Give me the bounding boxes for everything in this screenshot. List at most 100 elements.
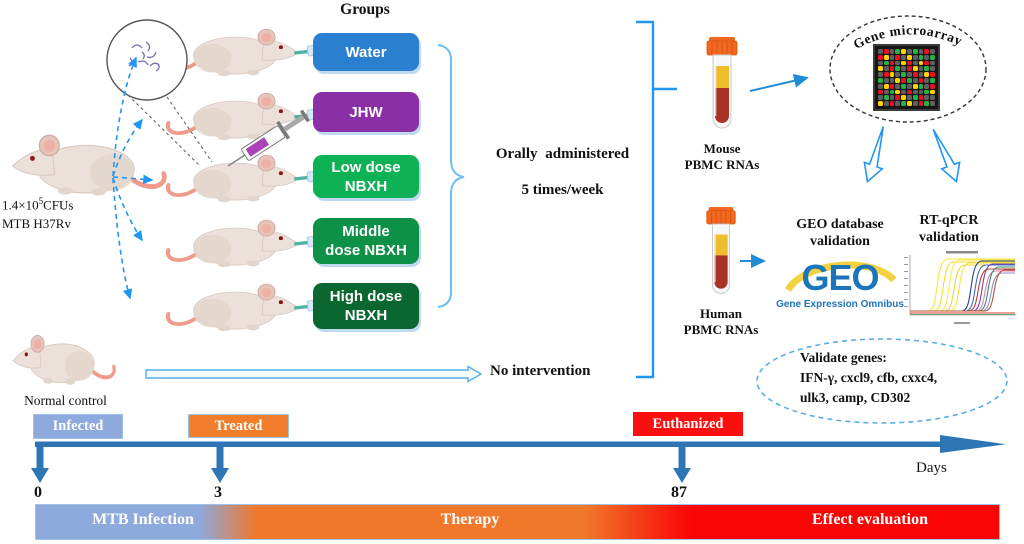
microarray-dot xyxy=(912,66,918,72)
days-axis-label: Days xyxy=(916,460,947,476)
day-0: 0 xyxy=(34,484,42,501)
human-pbmc-line2: PBMC RNAs xyxy=(683,321,759,337)
microarray-dot xyxy=(878,95,883,101)
microarray-dot xyxy=(924,60,930,66)
phase-mtb-infection: MTB Infection xyxy=(92,511,194,528)
microarray-dot xyxy=(889,54,895,60)
microarray-dot xyxy=(883,89,889,95)
event-label: Euthanized xyxy=(652,415,724,432)
microarray-dot xyxy=(907,78,912,83)
microarray-dot xyxy=(912,89,918,95)
microarray-dot xyxy=(907,83,912,89)
bacteria-magnifier xyxy=(106,19,213,167)
microarray-dot xyxy=(918,49,924,54)
group-label-line2: NBXH xyxy=(344,177,388,195)
event-label: Treated xyxy=(214,417,263,434)
microarray-dot xyxy=(878,72,883,77)
timeline-event-infected: Infected xyxy=(33,414,123,439)
geo-logo-text: GEO xyxy=(801,257,878,298)
microarray-dot xyxy=(883,49,889,54)
geo-logo-tagline: Gene Expression Omnibus xyxy=(776,299,904,310)
microarray-dot xyxy=(924,89,930,95)
inoculum-strain: MTB H37Rv xyxy=(2,216,71,232)
inoculum-suffix: CFUs xyxy=(43,197,74,213)
microarray-dot xyxy=(878,89,883,95)
group-label: JHW xyxy=(349,103,383,121)
microarray-dot xyxy=(930,54,935,60)
infected-mouse-illustration xyxy=(13,135,165,195)
qpcr-curves xyxy=(910,258,1015,312)
phase-therapy: Therapy xyxy=(440,511,500,528)
microarray-dot xyxy=(878,54,883,60)
no-intervention-arrow xyxy=(145,365,483,383)
qpcr-title-line1: RT-qPCR xyxy=(919,213,979,228)
microarray-dot xyxy=(924,101,930,106)
microarray-dot xyxy=(883,72,889,77)
microarray-dot xyxy=(883,101,889,106)
microarray-dot xyxy=(918,95,924,101)
group-label-line2: NBXH xyxy=(344,307,388,324)
microarray-dot xyxy=(901,101,906,106)
microarray-dot xyxy=(889,66,895,72)
microarray-dot xyxy=(912,78,918,83)
inoculum-label: 1.4×105CFUs MTB H37Rv xyxy=(2,192,73,233)
microarray-dot xyxy=(907,89,912,95)
microarray-dot xyxy=(912,101,918,106)
day-87: 87 xyxy=(671,484,687,501)
group-label: Low dose xyxy=(331,158,401,176)
administration-label: Orally administered xyxy=(495,146,630,162)
arrow-to-qpcr-validation xyxy=(932,128,961,184)
microarray-dot xyxy=(918,78,924,83)
microarray-dot xyxy=(930,83,935,89)
microarray-dot xyxy=(878,101,883,106)
geo-title-line1: GEO database xyxy=(796,217,884,232)
timeline-event-euthanized: Euthanized xyxy=(633,412,743,436)
microarray-dot xyxy=(907,49,912,54)
group-label: Water xyxy=(345,43,387,61)
randomization-arrows xyxy=(112,56,154,300)
microarray-dot xyxy=(889,49,895,54)
timeline-arrows xyxy=(31,435,1006,483)
microarray-dot xyxy=(878,83,883,89)
microarray-dot xyxy=(901,66,906,72)
group-mouse-4 xyxy=(168,220,335,267)
validated-genes-line1: IFN-γ, cxcl9, cfb, cxxc4, xyxy=(800,370,938,385)
microarray-dot xyxy=(930,78,935,83)
validated-genes-line2: ulk3, camp, CD302 xyxy=(800,390,911,405)
qpcr-thumbnail-chart xyxy=(902,247,1022,327)
microarray-grid xyxy=(873,44,940,111)
microarray-dot xyxy=(901,83,906,89)
microarray-dot xyxy=(924,54,930,60)
microarray-dot xyxy=(930,66,935,72)
geo-logo: GEO Gene Expression Omnibus xyxy=(772,250,908,312)
mouse-pbmc-line1: Mouse xyxy=(703,141,741,156)
injection-syringe-icon xyxy=(227,109,310,167)
normal-control-label: Normal control xyxy=(24,393,107,408)
microarray-dot xyxy=(883,66,889,72)
microarray-dot xyxy=(901,78,906,83)
inoculum-prefix: 1.4×10 xyxy=(2,197,39,213)
microarray-dot xyxy=(895,95,901,101)
microarray-dot xyxy=(895,89,901,95)
microarray-ellipse xyxy=(829,15,987,123)
group-box-water: Water xyxy=(313,33,419,71)
qpcr-title-line2: validation xyxy=(919,230,979,245)
microarray-dot xyxy=(924,78,930,83)
microarray-dot xyxy=(907,66,912,72)
microarray-dot xyxy=(930,72,935,77)
microarray-dot xyxy=(912,83,918,89)
microarray-dot xyxy=(930,101,935,106)
microarray-dot xyxy=(907,101,912,106)
frequency-label: 5 times/week xyxy=(521,182,604,198)
geo-logo-swoosh xyxy=(784,261,897,293)
human-pbmc-label: Human PBMC RNAs xyxy=(671,306,771,337)
microarray-dot xyxy=(901,72,906,77)
microarray-dot xyxy=(901,49,906,54)
microarray-dot xyxy=(907,60,912,66)
microarray-dot xyxy=(907,54,912,60)
microarray-dot xyxy=(918,60,924,66)
mouse-pbmc-tube xyxy=(706,36,738,129)
